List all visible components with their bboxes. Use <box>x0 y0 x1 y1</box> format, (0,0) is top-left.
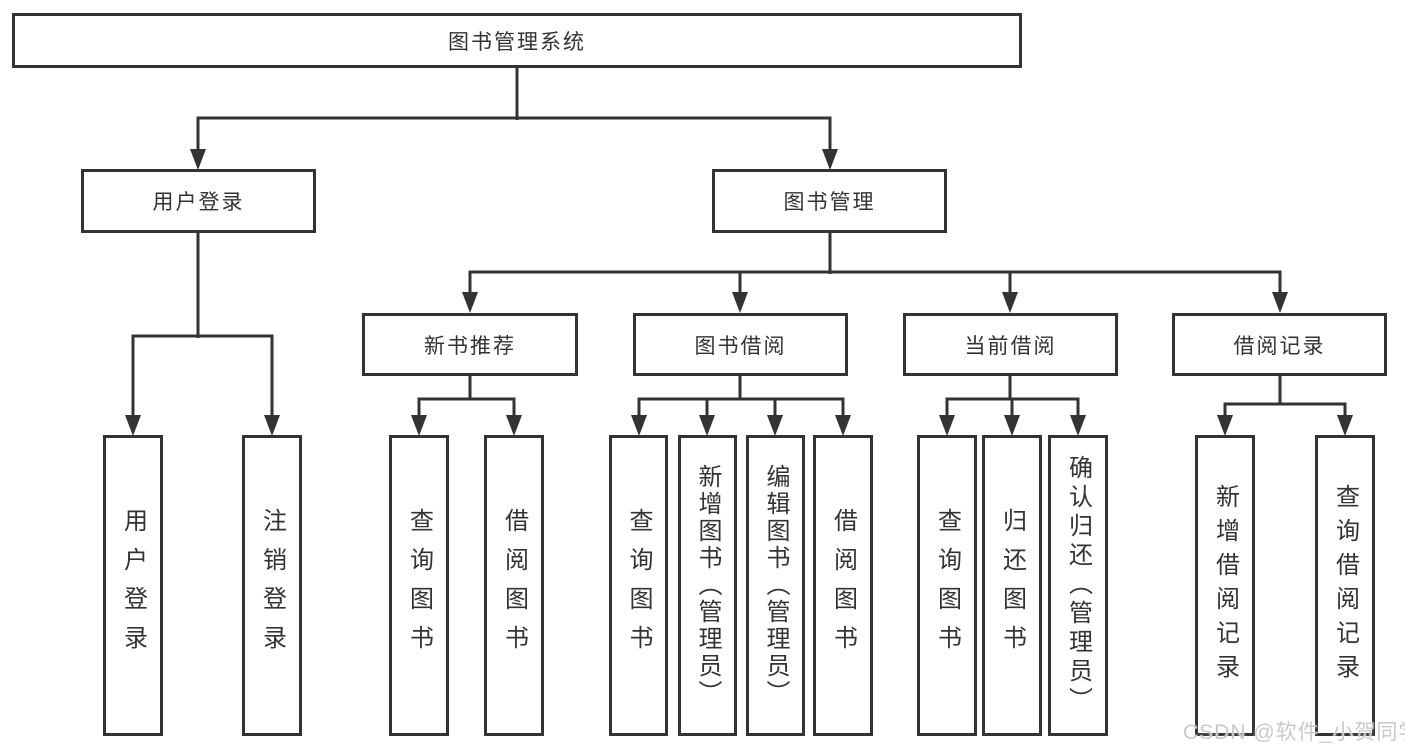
leaf-borrow-books-label: 借阅图书 <box>829 507 857 664</box>
leaf-query-books-current-label: 查询图书 <box>933 507 961 664</box>
node-new-book-recommendation: 新书推荐 <box>362 313 578 376</box>
leaf-confirm-return-admin: 确认归还（管理员） <box>1048 435 1108 736</box>
leaf-edit-book-admin-label: 编辑图书（管理员） <box>762 464 789 707</box>
leaf-add-book-admin-label: 新增图书（管理员） <box>694 464 721 707</box>
node-library-management-system: 图书管理系统 <box>12 13 1022 68</box>
leaf-query-books-recommend: 查询图书 <box>389 435 449 736</box>
node-book-management: 图书管理 <box>712 169 947 233</box>
node-library-management-system-label: 图书管理系统 <box>448 30 586 54</box>
leaf-query-borrow-record: 查询借阅记录 <box>1315 435 1375 736</box>
leaf-return-book: 归还图书 <box>982 435 1042 736</box>
node-user-login: 用户登录 <box>81 169 316 233</box>
leaf-borrow-books-recommend-label: 借阅图书 <box>500 507 528 664</box>
leaf-edit-book-admin: 编辑图书（管理员） <box>746 435 805 736</box>
leaf-query-books-borrowing-label: 查询图书 <box>625 507 652 664</box>
leaf-borrow-books: 借阅图书 <box>813 435 873 736</box>
leaf-confirm-return-admin-label: 确认归还（管理员） <box>1064 455 1092 716</box>
leaf-logout-label: 注销登录 <box>258 507 286 664</box>
leaf-add-book-admin: 新增图书（管理员） <box>678 435 737 736</box>
leaf-query-books-borrowing: 查询图书 <box>609 435 668 736</box>
node-new-book-recommendation-label: 新书推荐 <box>424 334 516 358</box>
leaf-add-borrow-record: 新增借阅记录 <box>1195 435 1255 736</box>
leaf-query-borrow-record-label: 查询借阅记录 <box>1331 483 1359 688</box>
node-user-login-label: 用户登录 <box>152 191 245 214</box>
node-book-borrowing-label: 图书借阅 <box>694 334 787 358</box>
node-borrowing-records-label: 借阅记录 <box>1233 334 1326 358</box>
leaf-logout: 注销登录 <box>242 435 302 736</box>
node-current-borrowing: 当前借阅 <box>903 313 1118 376</box>
leaf-return-book-label: 归还图书 <box>998 507 1026 664</box>
leaf-user-login: 用户登录 <box>103 435 163 736</box>
node-current-borrowing-label: 当前借阅 <box>964 334 1057 358</box>
csdn-watermark: CSDN @软件_小贺同学 <box>1183 721 1405 744</box>
node-borrowing-records: 借阅记录 <box>1172 313 1387 376</box>
leaf-user-login-label: 用户登录 <box>119 507 147 664</box>
leaf-query-books-recommend-label: 查询图书 <box>405 507 433 664</box>
node-book-borrowing: 图书借阅 <box>633 313 848 376</box>
leaf-query-books-current: 查询图书 <box>917 435 977 736</box>
node-book-management-label: 图书管理 <box>783 191 876 214</box>
leaf-add-borrow-record-label: 新增借阅记录 <box>1211 483 1239 688</box>
leaf-borrow-books-recommend: 借阅图书 <box>484 435 544 736</box>
